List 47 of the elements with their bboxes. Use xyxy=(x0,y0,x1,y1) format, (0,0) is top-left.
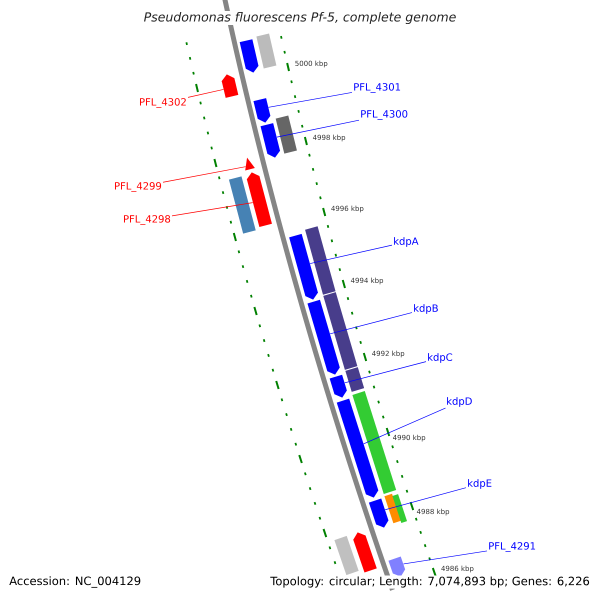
gene-box xyxy=(305,226,336,295)
leader-line xyxy=(310,244,392,264)
gene-box xyxy=(384,494,401,524)
gene-label: PFL_4299 xyxy=(114,182,162,192)
gene-box xyxy=(345,367,364,392)
gene-feature xyxy=(353,532,377,573)
gene-box xyxy=(256,34,276,68)
gene-feature xyxy=(240,39,258,73)
footer-text: Accession: NC_004129 xyxy=(8,575,142,589)
gene-label: kdpC xyxy=(428,353,452,363)
leader-line xyxy=(403,550,488,564)
leader-line xyxy=(330,312,412,334)
leader-line xyxy=(363,408,446,444)
title: Pseudomonas fluorescens Pf-5, complete genome xyxy=(142,10,458,26)
gene-feature xyxy=(260,123,280,158)
gene-label: kdpA xyxy=(394,237,418,247)
gene-label: kdpE xyxy=(468,479,492,489)
leader-line xyxy=(384,487,466,510)
gene-box xyxy=(323,292,358,370)
gene-feature xyxy=(307,300,340,375)
gene-box xyxy=(276,115,297,154)
gene-box xyxy=(334,536,359,576)
gene-label: PFL_4298 xyxy=(124,215,170,225)
leader-line xyxy=(344,361,426,384)
gene-label: kdpB xyxy=(414,304,438,314)
gene-feature xyxy=(246,172,272,228)
gene-feature xyxy=(336,398,378,498)
gene-feature xyxy=(368,498,388,528)
leader-line xyxy=(188,89,224,98)
gene-label: PFL_4301 xyxy=(354,83,400,93)
leader-line xyxy=(162,166,246,183)
gene-label: PFL_4300 xyxy=(361,110,408,120)
gene-box xyxy=(228,176,256,234)
leader-line xyxy=(172,202,254,216)
gene-feature xyxy=(222,74,238,98)
gene-box xyxy=(392,494,408,523)
footer-text: Topology: circular; Length: 7,074,893 bp; Genes: 6,226 xyxy=(269,575,591,589)
gene-label: PFL_4302 xyxy=(140,98,186,108)
gene-triangle xyxy=(245,158,255,170)
gene-label: PFL_4291 xyxy=(489,542,536,552)
leader-line xyxy=(268,92,352,108)
gene-label: kdpD xyxy=(447,397,472,407)
gene-feature xyxy=(388,556,406,577)
gene-feature xyxy=(289,234,318,300)
gene-feature xyxy=(330,374,347,398)
leader-line xyxy=(276,120,360,138)
gene-feature xyxy=(253,98,270,123)
